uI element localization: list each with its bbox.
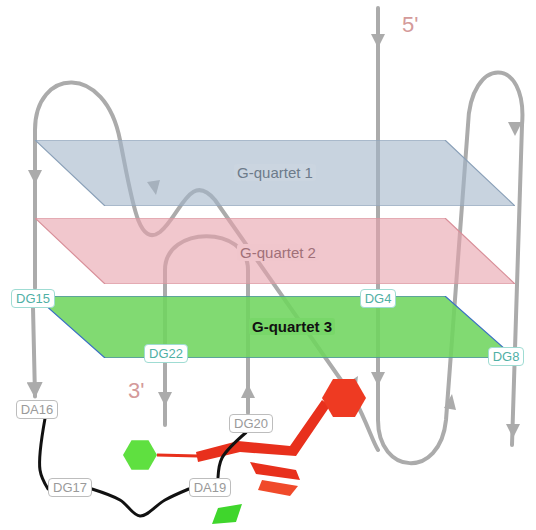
- g-quartet-plane: G-quartet 2: [35, 218, 515, 284]
- strand-arrow: [28, 170, 42, 184]
- plane-label: G-quartet 3: [249, 318, 335, 335]
- g-quartet-plane: G-quartet 3: [35, 296, 515, 358]
- red-ribbon: [196, 400, 330, 462]
- plane-label: G-quartet 1: [234, 164, 316, 181]
- red-wedge: [258, 480, 298, 496]
- residue-tag: DG4: [360, 289, 397, 308]
- residue-label: DG20: [234, 416, 268, 431]
- residue-label: DG17: [53, 480, 87, 495]
- green-wedge: [212, 504, 242, 524]
- residue-label: DA16: [21, 402, 54, 417]
- residue-label: DG22: [149, 346, 183, 361]
- residue-label: DA19: [194, 480, 227, 495]
- residue-tag: DG17: [48, 478, 92, 497]
- strand-arrow: [371, 34, 385, 48]
- strand-connector: [92, 489, 189, 516]
- strand-arrow: [371, 372, 385, 386]
- strand-arrow: [508, 122, 522, 136]
- residue-tag: DA19: [189, 478, 232, 497]
- residue-tag: DG20: [229, 414, 273, 433]
- green-ring: [123, 440, 157, 469]
- residue-tag: DA16: [16, 400, 59, 419]
- strand-end-label: 5': [402, 12, 418, 38]
- strand-connector: [33, 308, 35, 397]
- plane-fill: [35, 140, 515, 206]
- residue-tag: DG8: [488, 347, 525, 366]
- strand-arrow: [241, 384, 255, 398]
- plane-fill: [35, 296, 515, 358]
- residue-tag: DG22: [144, 344, 188, 363]
- residue-label: DG15: [16, 291, 50, 306]
- strand-arrow: [444, 394, 456, 410]
- strand-connector: [40, 419, 48, 490]
- g-quartet-plane: G-quartet 1: [35, 140, 515, 206]
- strand-arrow: [158, 392, 172, 406]
- red-wedge: [250, 462, 300, 480]
- residue-label: DG8: [493, 349, 520, 364]
- residue-label: DG4: [365, 291, 392, 306]
- strand-end-label: 3': [128, 378, 144, 404]
- strand-arrow: [506, 424, 520, 438]
- strand-connector: [218, 433, 246, 478]
- plane-label: G-quartet 2: [237, 244, 319, 261]
- plane-fill: [35, 218, 515, 284]
- red-ring: [322, 379, 366, 417]
- ligand-linker: [157, 455, 198, 456]
- residue-tag: DG15: [11, 289, 55, 308]
